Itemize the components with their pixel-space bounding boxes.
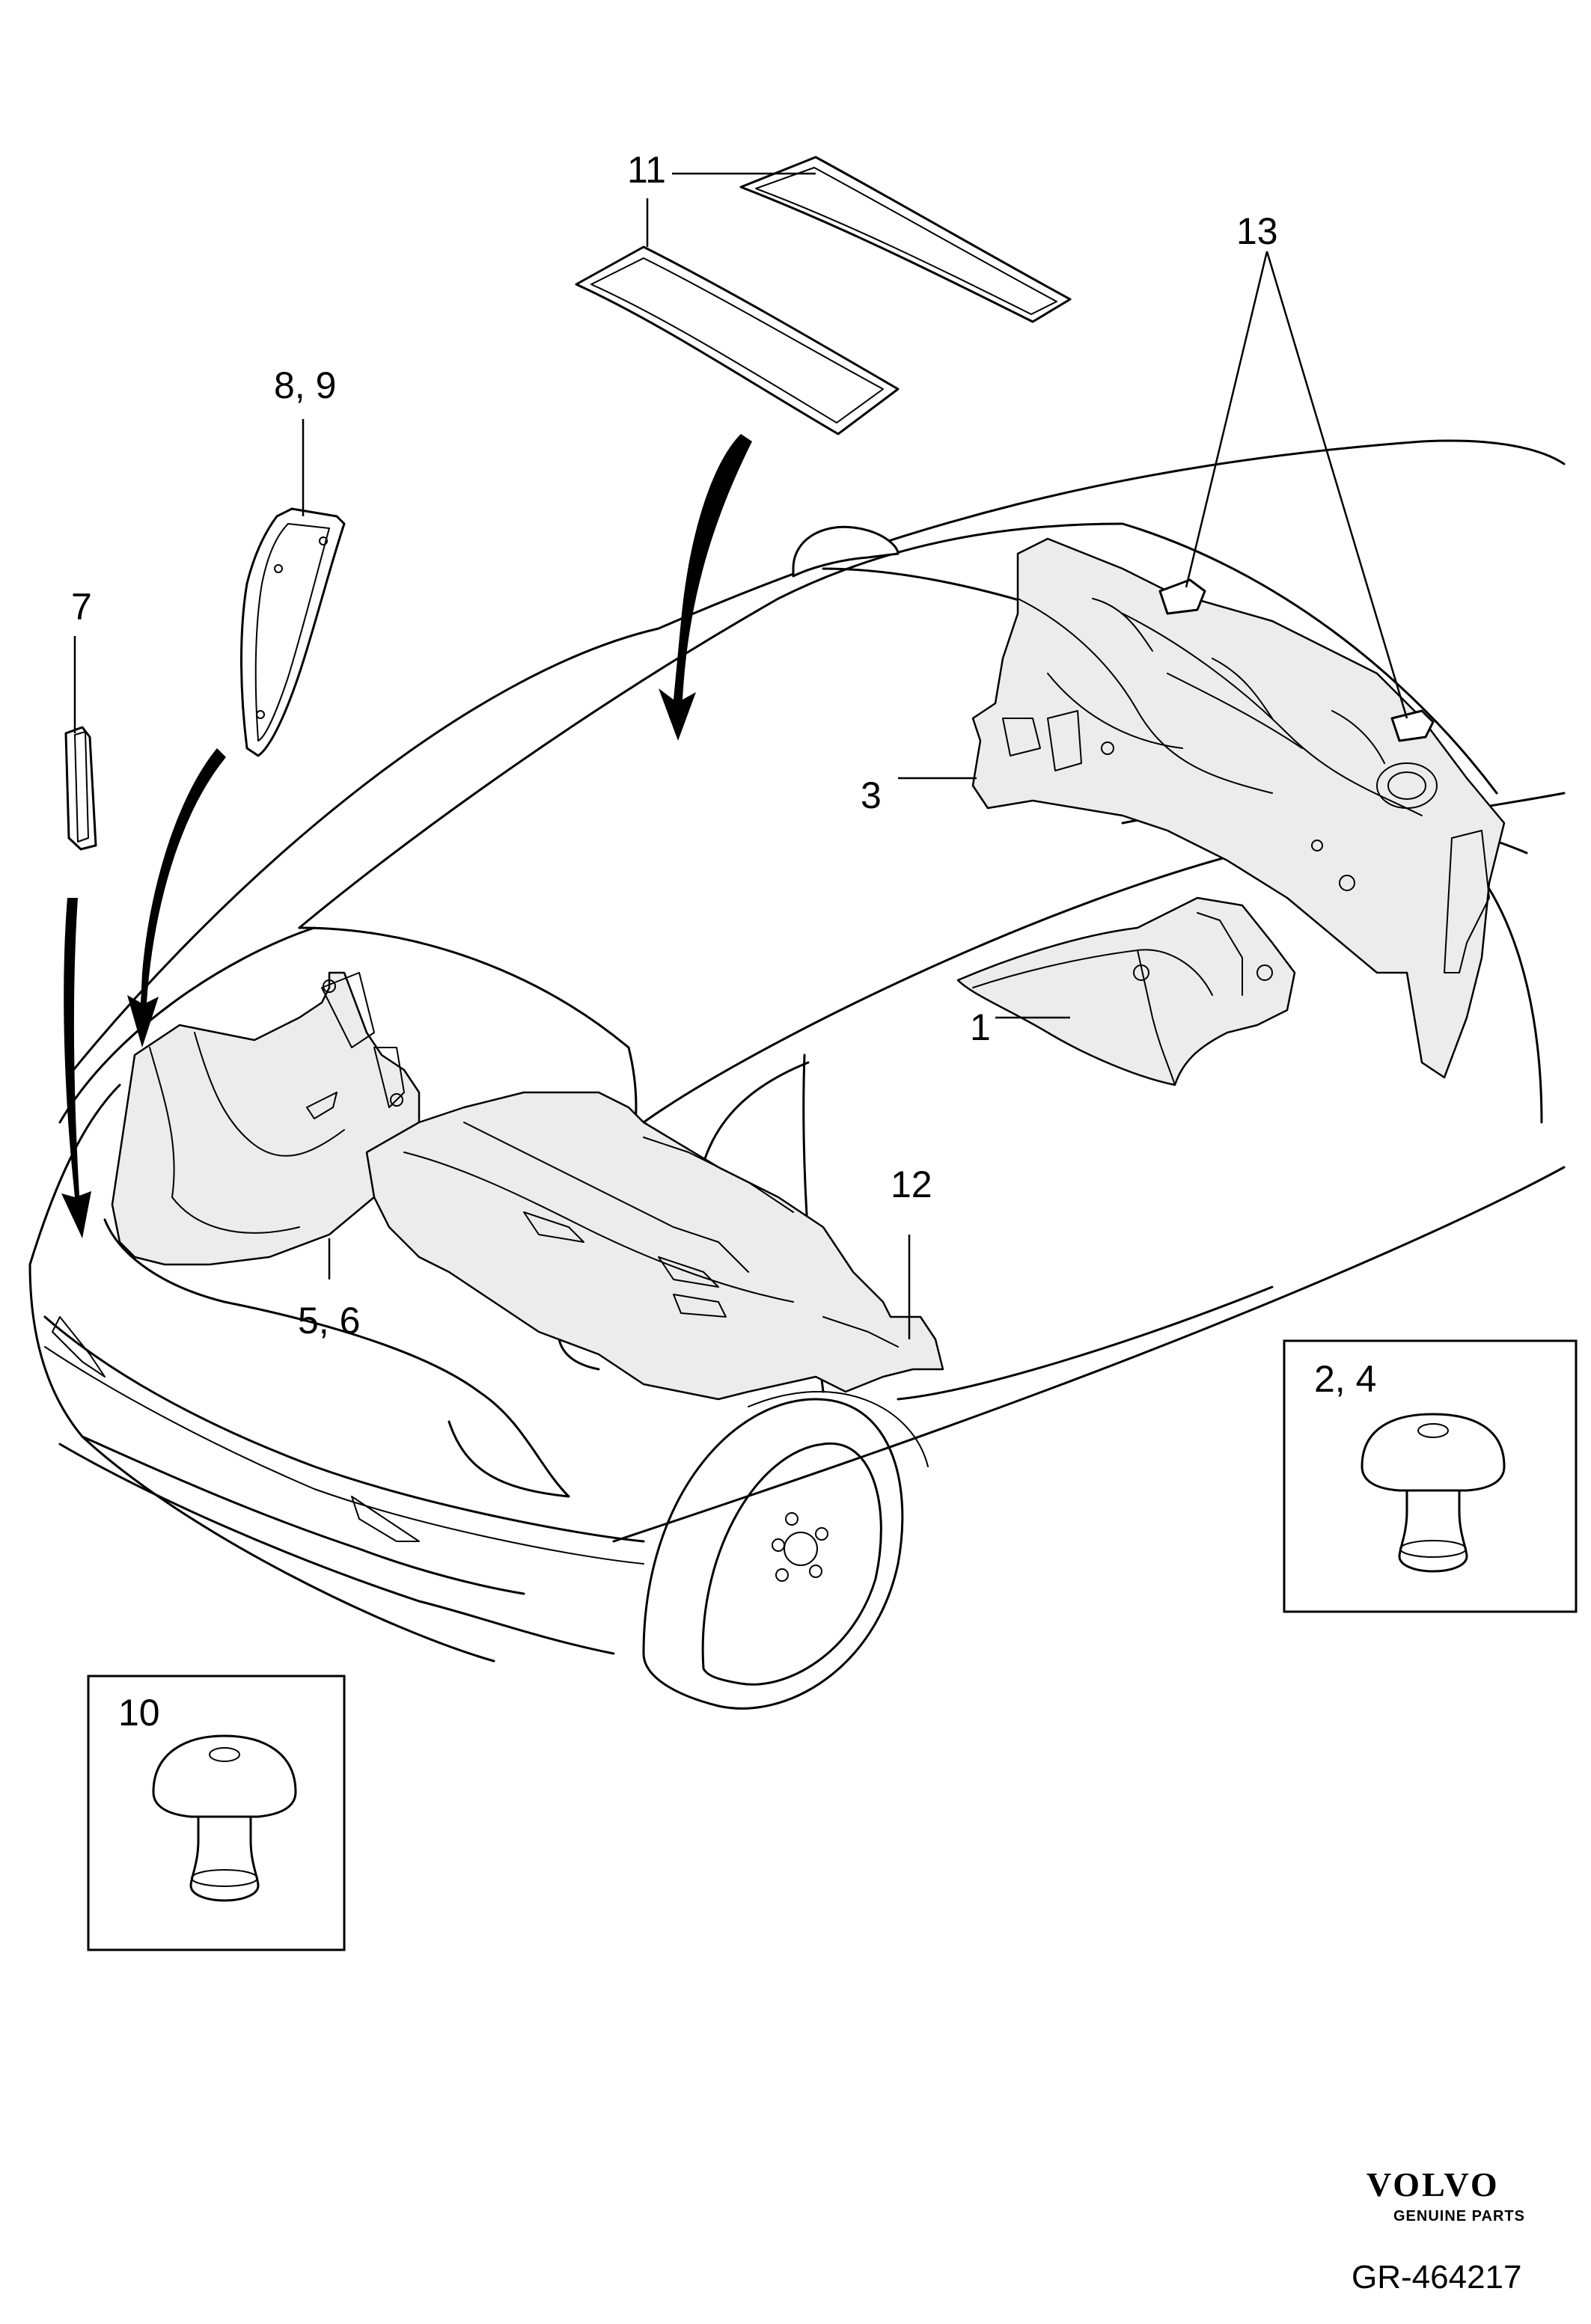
- trunk-side-panel-part-5-6: [111, 971, 421, 1266]
- inset-box-10: 10: [87, 1675, 346, 1951]
- callout-1: 1: [970, 1006, 991, 1048]
- roof-insulation-pads: [575, 156, 1072, 435]
- callout-labels: 11 13 8, 9 7 3 1 5, 6 12: [71, 149, 1278, 1342]
- floor-insulation-part-12: [365, 1091, 944, 1401]
- callout-5-6: 5, 6: [298, 1300, 360, 1342]
- side-panel-part-8-9: [240, 507, 346, 757]
- tunnel-insulation-part-1: [956, 896, 1296, 1086]
- rear-wheel: [642, 1391, 929, 1710]
- brand-logo: VOLVO: [1366, 2165, 1500, 2204]
- inset-box-2-4: 2, 4: [1283, 1339, 1578, 1613]
- inset-label-10: 10: [118, 1692, 160, 1734]
- brand-subtitle: GENUINE PARTS: [1393, 2208, 1525, 2224]
- leader-lines: [73, 172, 1408, 1339]
- direction-arrows: [61, 434, 752, 1238]
- push-rivet-icon: [152, 1734, 297, 1902]
- arrow-to-trunk-icon: [61, 898, 91, 1238]
- callout-3: 3: [861, 774, 882, 816]
- arrow-to-side-panel-icon: [127, 748, 226, 1048]
- callout-11: 11: [627, 149, 666, 191]
- callout-7: 7: [71, 586, 92, 628]
- callout-13: 13: [1236, 210, 1278, 252]
- push-rivet-icon: [1361, 1413, 1506, 1573]
- arrow-to-roof-icon: [659, 434, 752, 741]
- callout-8-9: 8, 9: [274, 364, 336, 406]
- callout-12: 12: [891, 1163, 932, 1205]
- diagram-reference: GR-464217: [1352, 2259, 1521, 2296]
- footer: VOLVO GENUINE PARTS GR-464217: [1352, 2165, 1525, 2296]
- inset-label-2-4: 2, 4: [1314, 1358, 1376, 1400]
- small-pad-part-7: [64, 726, 97, 851]
- bulkhead-insulation-part-3: [971, 537, 1506, 1079]
